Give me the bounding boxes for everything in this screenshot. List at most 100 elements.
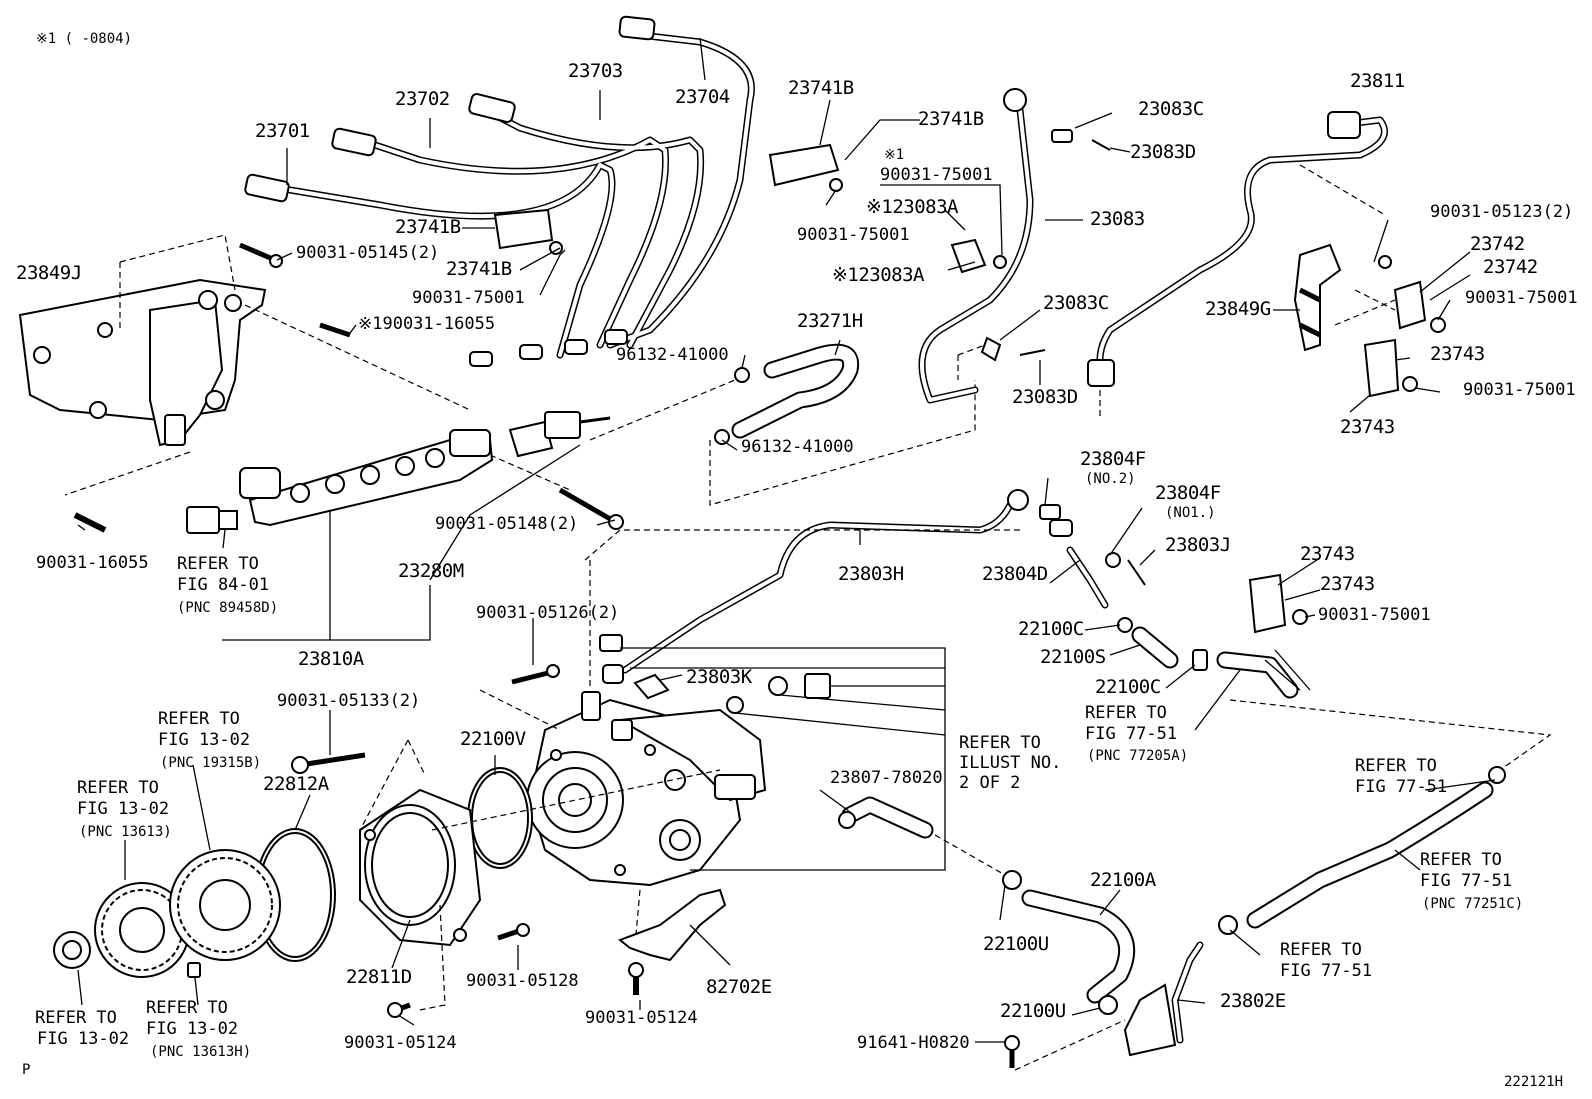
part-90031-75001-right-lower[interactable]: 90031-75001 — [1463, 380, 1576, 400]
ref-illust-l2[interactable]: ILLUST NO. — [959, 753, 1062, 773]
part-90031-05124-left[interactable]: 90031-05124 — [344, 1033, 457, 1053]
part-23083d-top[interactable]: 23083D — [1130, 141, 1196, 163]
part-90031-75001-left[interactable]: 90031-75001 — [412, 288, 525, 308]
part-23702[interactable]: 23702 — [395, 88, 450, 110]
part-23743-lower[interactable]: 23743 — [1340, 416, 1395, 438]
part-23741b-lower[interactable]: 23741B — [446, 258, 512, 280]
ref-fig-13-02-c-l1[interactable]: REFER TO — [35, 1008, 117, 1028]
ref-fig-77-51-a-pnc: (PNC 77205A) — [1087, 748, 1189, 764]
ref-fig-77-51-d-l2[interactable]: FIG 77-51 — [1280, 961, 1373, 981]
pressure-sensor — [186, 506, 238, 534]
ref-fig-77-51-a-l1[interactable]: REFER TO — [1085, 703, 1167, 723]
part-x1-23083a-lower[interactable]: ※123083A — [832, 264, 925, 286]
part-90031-75001-under-clamp[interactable]: 90031-75001 — [797, 225, 910, 245]
part-96132-41000-lower[interactable]: 96132-41000 — [741, 437, 854, 457]
part-23741b-top[interactable]: 23741B — [788, 77, 854, 99]
ref-illust-l3[interactable]: 2 OF 2 — [959, 773, 1021, 793]
ref-fig-77-51-b-l2[interactable]: FIG 77-51 — [1355, 777, 1448, 797]
part-90031-16055[interactable]: 90031-16055 — [36, 553, 149, 573]
part-22811d[interactable]: 22811D — [346, 966, 412, 988]
part-23704[interactable]: 23704 — [675, 86, 730, 108]
part-22812a[interactable]: 22812A — [263, 773, 329, 795]
part-90031-75001-right-upper[interactable]: 90031-75001 — [1465, 288, 1578, 308]
part-22100s[interactable]: 22100S — [1040, 646, 1106, 668]
ref-fig-13-02-d-pnc: (PNC 13613H) — [150, 1044, 252, 1060]
pipe-23811 — [1087, 111, 1388, 387]
part-96132-41000-upper[interactable]: 96132-41000 — [616, 345, 729, 365]
ref-fig-77-51-c-l2[interactable]: FIG 77-51 — [1420, 871, 1513, 891]
part-23807-78020[interactable]: 23807-78020 — [830, 768, 943, 788]
part-90031-05145[interactable]: 90031-05145(2) — [296, 243, 440, 263]
ref-fig-13-02-b-l1[interactable]: REFER TO — [77, 778, 159, 798]
pipe-clamps — [493, 143, 843, 255]
part-23849j[interactable]: 23849J — [16, 262, 82, 284]
part-22100u-lower[interactable]: 22100U — [1000, 1000, 1066, 1022]
ref-fig-77-51-d-l1[interactable]: REFER TO — [1280, 940, 1362, 960]
bracket-23849g — [1293, 243, 1446, 398]
part-23742-lower[interactable]: 23742 — [1483, 256, 1538, 278]
part-23742-upper[interactable]: 23742 — [1470, 233, 1525, 255]
part-x1-23083a-upper[interactable]: ※123083A — [866, 196, 959, 218]
part-23804f-no1[interactable]: 23804F — [1155, 482, 1221, 504]
part-22100a[interactable]: 22100A — [1090, 869, 1156, 891]
part-90031-75001-mid[interactable]: 90031-75001 — [880, 165, 993, 185]
part-22100c-lower[interactable]: 22100C — [1095, 676, 1161, 698]
part-23083c-mid[interactable]: 23083C — [1043, 292, 1109, 314]
ref-illust-l1[interactable]: REFER TO — [959, 733, 1041, 753]
part-22100u-upper[interactable]: 22100U — [983, 933, 1049, 955]
part-23743-upper[interactable]: 23743 — [1430, 343, 1485, 365]
ref-fig-13-02-a-l1[interactable]: REFER TO — [158, 709, 240, 729]
part-23803k[interactable]: 23803K — [686, 666, 752, 688]
part-23802e[interactable]: 23802E — [1220, 990, 1286, 1012]
part-23741b-right[interactable]: 23741B — [918, 108, 984, 130]
part-23743-mid-upper[interactable]: 23743 — [1300, 543, 1355, 565]
ref-fig-84-01-l1[interactable]: REFER TO — [177, 554, 259, 574]
part-23083[interactable]: 23083 — [1090, 208, 1145, 230]
ref-fig-84-01-l2[interactable]: FIG 84-01 — [177, 575, 270, 595]
part-23280m[interactable]: 23280M — [398, 560, 464, 582]
part-23271h[interactable]: 23271H — [797, 310, 863, 332]
part-90031-05124-right[interactable]: 90031-05124 — [585, 1008, 698, 1028]
ref-fig-13-02-c-l2[interactable]: FIG 13-02 — [37, 1029, 130, 1049]
part-22100c-upper[interactable]: 22100C — [1018, 618, 1084, 640]
part-23803h[interactable]: 23803H — [838, 563, 904, 585]
fuel-pipe-23803h — [621, 489, 1146, 674]
part-23703[interactable]: 23703 — [568, 60, 623, 82]
part-22100v[interactable]: 22100V — [460, 728, 526, 750]
part-23743-mid-lower[interactable]: 23743 — [1320, 573, 1375, 595]
part-23083c-top[interactable]: 23083C — [1138, 98, 1204, 120]
injection-pipes — [244, 15, 755, 367]
part-23803j[interactable]: 23803J — [1165, 534, 1231, 556]
part-82702e[interactable]: 82702E — [706, 976, 772, 998]
part-90031-75001-mid-right[interactable]: 90031-75001 — [1318, 605, 1431, 625]
leak-hose-23271h — [714, 343, 860, 445]
part-x1-90031-16055[interactable]: ※190031-16055 — [358, 314, 496, 334]
ref-fig-13-02-d-l2[interactable]: FIG 13-02 — [146, 1019, 239, 1039]
clip-23743-pair — [1248, 573, 1308, 634]
part-23849g[interactable]: 23849G — [1205, 298, 1271, 320]
ref-fig-77-51-a-l2[interactable]: FIG 77-51 — [1085, 724, 1178, 744]
ref-fig-77-51-c-l1[interactable]: REFER TO — [1420, 850, 1502, 870]
leak-pipe-23807 — [838, 796, 934, 839]
part-23701[interactable]: 23701 — [255, 120, 310, 142]
note-no1: (NO1.) — [1165, 505, 1216, 521]
ref-fig-13-02-d-l1[interactable]: REFER TO — [146, 998, 228, 1018]
ref-fig-13-02-b-l2[interactable]: FIG 13-02 — [77, 799, 170, 819]
part-90031-05128[interactable]: 90031-05128 — [466, 971, 579, 991]
part-90031-05133[interactable]: 90031-05133(2) — [277, 691, 421, 711]
part-90031-05123[interactable]: 90031-05123(2) — [1430, 202, 1574, 222]
note-x1-range: ※1 ( -0804) — [36, 31, 133, 47]
ref-fig-84-01-pnc: (PNC 89458D) — [177, 600, 279, 616]
part-23811[interactable]: 23811 — [1350, 70, 1405, 92]
part-23804f-no2[interactable]: 23804F — [1080, 448, 1146, 470]
part-91641-h0820[interactable]: 91641-H0820 — [857, 1033, 970, 1053]
part-23741b-left[interactable]: 23741B — [395, 216, 461, 238]
part-23804d[interactable]: 23804D — [982, 563, 1048, 585]
part-90031-05126[interactable]: 90031-05126(2) — [476, 603, 620, 623]
part-23810a[interactable]: 23810A — [298, 648, 364, 670]
ref-fig-77-51-b-l1[interactable]: REFER TO — [1355, 756, 1437, 776]
part-90031-05148[interactable]: 90031-05148(2) — [435, 514, 579, 534]
ref-fig-13-02-a-l2[interactable]: FIG 13-02 — [158, 730, 251, 750]
part-23083d-mid[interactable]: 23083D — [1012, 386, 1078, 408]
